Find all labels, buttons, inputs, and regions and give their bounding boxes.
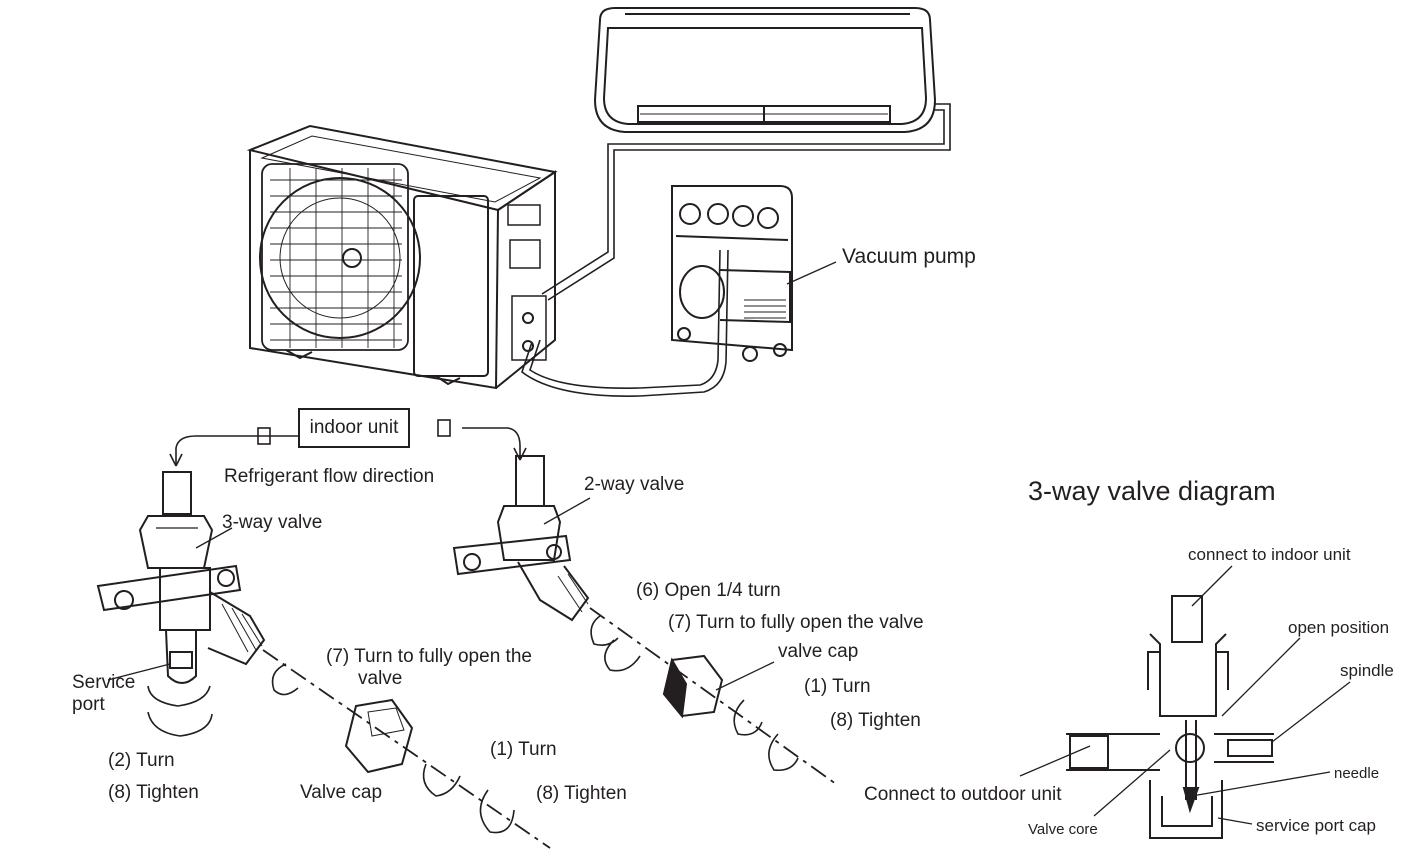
vacuum-pump-drawing — [671, 185, 837, 362]
valve-cap-left-label: Valve cap — [300, 782, 383, 803]
valve-section-leaders — [107, 497, 1351, 825]
indoor-unit-drawing — [593, 7, 937, 133]
outdoor-unit-drawing — [246, 124, 558, 390]
service-port-label-line2: port — [72, 694, 105, 715]
needle-label: needle — [1334, 765, 1380, 782]
right-rotation-marks — [590, 615, 799, 772]
spindle-label: spindle — [1340, 661, 1394, 680]
valve-cap-right-label: valve cap — [778, 641, 859, 662]
open-fully-left-line2: valve — [358, 668, 403, 689]
two-way-valve-drawing — [452, 455, 837, 785]
valve-diagram-title: 3-way valve diagram — [1028, 476, 1276, 506]
open-quarter-label: (6) Open 1/4 turn — [636, 580, 781, 601]
service-port-cap-label: service port cap — [1256, 816, 1376, 835]
indoor-unit-box: indoor unit — [298, 408, 410, 448]
tighten-8-left-label: (8) Tighten — [108, 782, 199, 803]
two-way-valve-label: 2-way valve — [584, 474, 685, 495]
right-valve-cap-drawing — [662, 654, 724, 719]
left-valve-cap-drawing — [344, 698, 414, 774]
connect-indoor-label: connect to indoor unit — [1188, 545, 1351, 564]
valve-core-label: Valve core — [1028, 821, 1098, 838]
tighten-8-right-label: (8) Tighten — [830, 710, 921, 731]
flow-loop — [169, 419, 527, 467]
refrigerant-pipes — [521, 103, 951, 397]
open-fully-left-line1: (7) Turn to fully open the — [326, 646, 532, 667]
open-position-label: open position — [1288, 618, 1390, 637]
turn-1-mid-label: (1) Turn — [490, 739, 557, 760]
tighten-8-mid-label: (8) Tighten — [536, 783, 627, 804]
valve-section-drawing — [1066, 595, 1274, 839]
open-fully-right-label: (7) Turn to fully open the valve — [668, 612, 924, 633]
vacuum-pump-label: Vacuum pump — [842, 245, 976, 268]
turn-2-label: (2) Turn — [108, 750, 175, 771]
refrigerant-flow-label: Refrigerant flow direction — [224, 466, 435, 487]
left-rotation-marks — [271, 663, 515, 834]
connect-outdoor-label: Connect to outdoor unit — [864, 784, 1062, 805]
turn-1-right-label: (1) Turn — [804, 676, 871, 697]
service-port-label-line1: Service — [72, 672, 136, 693]
three-way-valve-label: 3-way valve — [222, 512, 323, 533]
